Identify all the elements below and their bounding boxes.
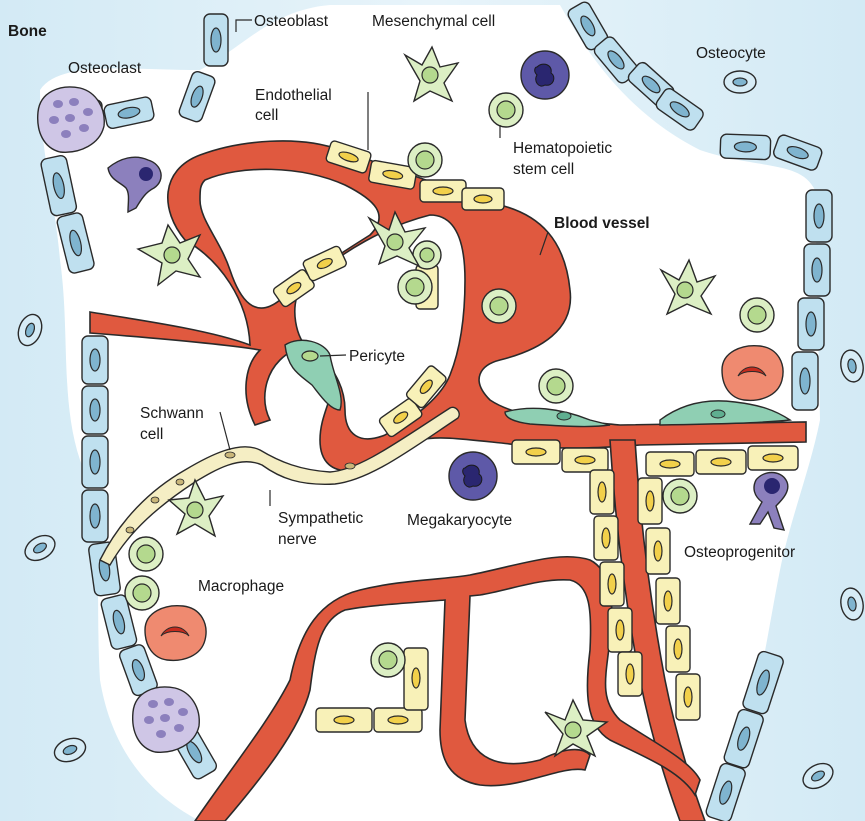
label-schwann-2: cell xyxy=(140,426,163,443)
label-endothelial-cell-2: cell xyxy=(255,107,278,124)
label-schwann-1: Schwann xyxy=(140,405,204,422)
label-bone: Bone xyxy=(8,23,47,40)
label-osteoblast: Osteoblast xyxy=(254,13,329,30)
label-hematopoietic-2: stem cell xyxy=(513,161,574,178)
label-pericyte: Pericyte xyxy=(349,348,405,365)
label-endothelial-cell-1: Endothelial xyxy=(255,87,332,104)
label-osteoclast: Osteoclast xyxy=(68,60,142,77)
label-osteocyte: Osteocyte xyxy=(696,45,766,62)
label-blood-vessel: Blood vessel xyxy=(554,215,650,232)
label-sympathetic-2: nerve xyxy=(278,531,317,548)
label-macrophage: Macrophage xyxy=(198,578,284,595)
label-hematopoietic-1: Hematopoietic xyxy=(513,140,612,157)
label-osteoprogenitor: Osteoprogenitor xyxy=(684,544,795,561)
label-megakaryocyte: Megakaryocyte xyxy=(407,512,512,529)
label-sympathetic-1: Sympathetic xyxy=(278,510,364,527)
label-mesenchymal-cell: Mesenchymal cell xyxy=(372,13,495,30)
